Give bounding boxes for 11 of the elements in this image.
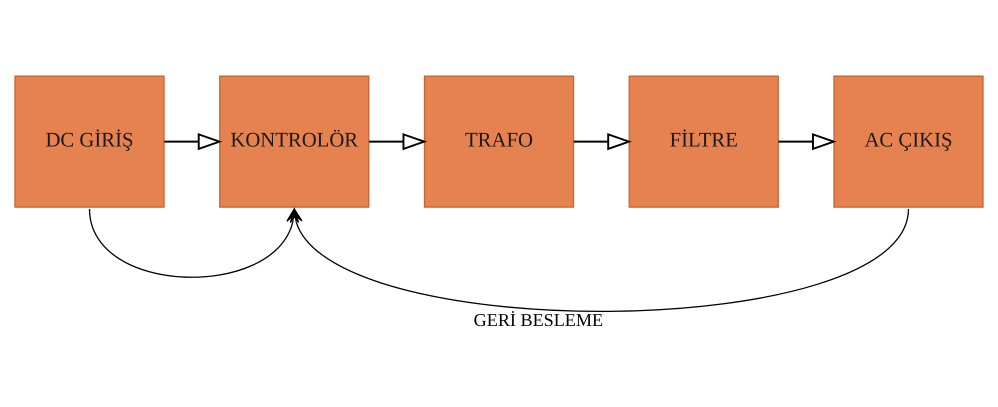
- arrow: [290, 208, 910, 312]
- node-box: AC ÇIKIŞ: [833, 76, 984, 208]
- arrow: [369, 133, 428, 150]
- node-box: DC GİRİŞ: [14, 76, 165, 208]
- node-box: FİLTRE: [628, 76, 779, 208]
- edge-label: GERİ BESLEME: [474, 310, 604, 330]
- node-box: TRAFO: [424, 76, 574, 208]
- arrow: [164, 133, 222, 150]
- node-box: KONTROLÖR: [219, 76, 370, 208]
- arrow: [574, 133, 632, 150]
- arrow: [778, 133, 837, 150]
